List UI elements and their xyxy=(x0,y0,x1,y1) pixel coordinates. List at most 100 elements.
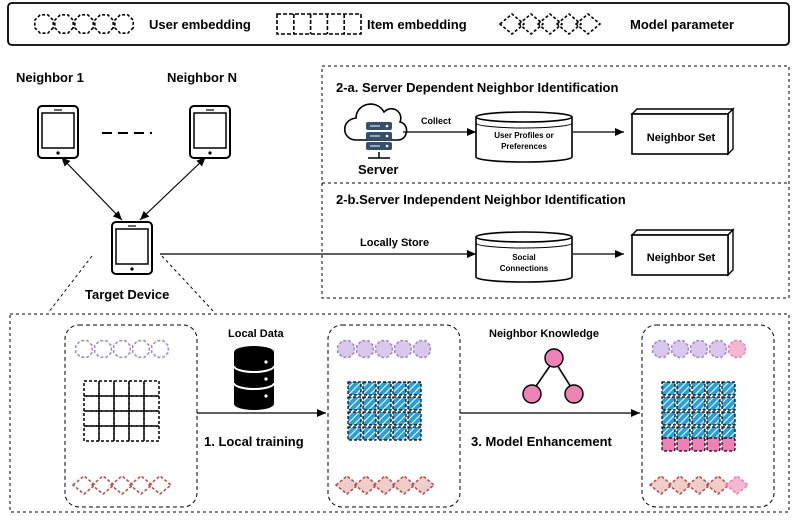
model-parameter-icon xyxy=(498,12,602,36)
item-cell-trained xyxy=(392,396,407,411)
model-card-initial xyxy=(64,324,198,508)
item-cell-trained xyxy=(721,396,736,411)
legend-box xyxy=(7,2,790,46)
box-front-face xyxy=(631,234,729,276)
item-cell-trained xyxy=(347,411,362,426)
link-neighbor-1 xyxy=(61,157,123,221)
user-embedding-node xyxy=(393,339,413,359)
collect-label: Collect xyxy=(421,116,451,126)
item-cell-trained xyxy=(377,426,392,441)
tree-node xyxy=(522,384,542,404)
db-top xyxy=(234,346,274,358)
model-initial-content xyxy=(71,339,173,496)
model-parameter-node xyxy=(574,12,602,36)
phone-screen xyxy=(193,112,227,149)
user-embedding-enhanced-node xyxy=(727,339,747,359)
cylinder-band xyxy=(475,122,573,129)
zoom-line-left xyxy=(47,255,93,314)
db-dot xyxy=(264,394,268,398)
user-embedding-node xyxy=(689,339,709,359)
item-cell-trained xyxy=(407,396,422,411)
cylinder-top xyxy=(475,111,573,123)
item-cell-trained xyxy=(392,381,407,396)
item-cell-trained xyxy=(706,396,721,411)
server-label: Server xyxy=(358,162,398,177)
model-card-enhanced xyxy=(641,324,775,508)
db-body xyxy=(234,352,274,404)
model-enhanced-content xyxy=(648,339,750,496)
item-cell-trained xyxy=(706,411,721,426)
model-parameter-node xyxy=(498,12,526,36)
tree-node xyxy=(564,384,584,404)
item-cell-trained xyxy=(706,381,721,396)
model-parameter-node xyxy=(391,474,417,496)
step3-label: 3. Model Enhancement xyxy=(471,434,613,449)
model-parameter-node xyxy=(686,474,712,496)
cylinder-body xyxy=(475,117,573,163)
model-parameter-node xyxy=(353,474,379,496)
item-embedding-icon xyxy=(276,13,362,35)
legend-param-label: Model parameter xyxy=(630,17,734,32)
phone-icon-neighbor-1 xyxy=(37,105,79,159)
model-trained-content xyxy=(334,339,436,496)
item-cell xyxy=(98,425,115,442)
legend-item-label: Item embedding xyxy=(367,17,467,32)
neighbor-set-box-a xyxy=(630,107,735,156)
model-parameter-node xyxy=(128,474,154,496)
item-cell xyxy=(128,425,145,442)
item-cell xyxy=(128,395,145,412)
item-cell xyxy=(128,410,145,427)
profiles-database-icon xyxy=(475,111,573,163)
model-parameter-node xyxy=(109,474,135,496)
item-cell-trained xyxy=(362,381,377,396)
training-panel xyxy=(9,313,790,513)
db-dot xyxy=(264,360,268,364)
section-b-title: 2-b.Server Independent Neighbor Identifi… xyxy=(336,192,626,207)
item-cell-trained xyxy=(691,381,706,396)
item-cell-trained xyxy=(347,426,362,441)
db-ring xyxy=(233,382,275,390)
item-cell xyxy=(83,380,100,397)
cylinder-band xyxy=(475,242,573,249)
db-ring xyxy=(233,365,275,373)
user-embedding-node xyxy=(114,14,134,35)
item-cell-trained xyxy=(347,396,362,411)
item-cell-trained xyxy=(362,426,377,441)
model-parameter-node xyxy=(410,474,436,496)
phone-icon-neighbor-n xyxy=(189,105,231,159)
user-embedding-node xyxy=(74,14,94,35)
user-embedding-icon xyxy=(33,14,134,35)
user-embedding-node xyxy=(112,339,132,359)
item-cell xyxy=(113,410,130,427)
user-embedding-node xyxy=(412,339,432,359)
item-cell-trained xyxy=(347,381,362,396)
neighbor-identification-panel xyxy=(321,65,790,299)
section-a-title: 2-a. Server Dependent Neighbor Identific… xyxy=(336,80,618,95)
model-parameter-node xyxy=(536,12,564,36)
social-label-line1: Social xyxy=(512,253,536,262)
db-bottom xyxy=(234,398,274,410)
cylinder-body xyxy=(475,237,573,283)
tree-node xyxy=(544,348,564,368)
user-embedding-node xyxy=(131,339,151,359)
item-cell-trained xyxy=(691,396,706,411)
item-cell-trained xyxy=(377,381,392,396)
item-cell xyxy=(113,395,130,412)
item-cell-trained xyxy=(676,396,691,411)
model-parameter-node xyxy=(517,12,545,36)
user-embedding-node xyxy=(670,339,690,359)
user-embedding-node xyxy=(651,339,671,359)
item-cell-trained xyxy=(661,381,676,396)
profiles-label-line2: Preferences xyxy=(501,142,547,151)
legend-user-label: User embedding xyxy=(149,17,251,32)
item-cell xyxy=(83,410,100,427)
item-cell-trained xyxy=(676,381,691,396)
model-parameter-node xyxy=(71,474,97,496)
neighbor-set-b-label: Neighbor Set xyxy=(647,252,716,264)
user-embedding-node xyxy=(708,339,728,359)
user-embedding-node xyxy=(74,339,94,359)
user-embedding-node xyxy=(150,339,170,359)
item-cell-trained xyxy=(377,396,392,411)
social-database-icon xyxy=(475,231,573,283)
